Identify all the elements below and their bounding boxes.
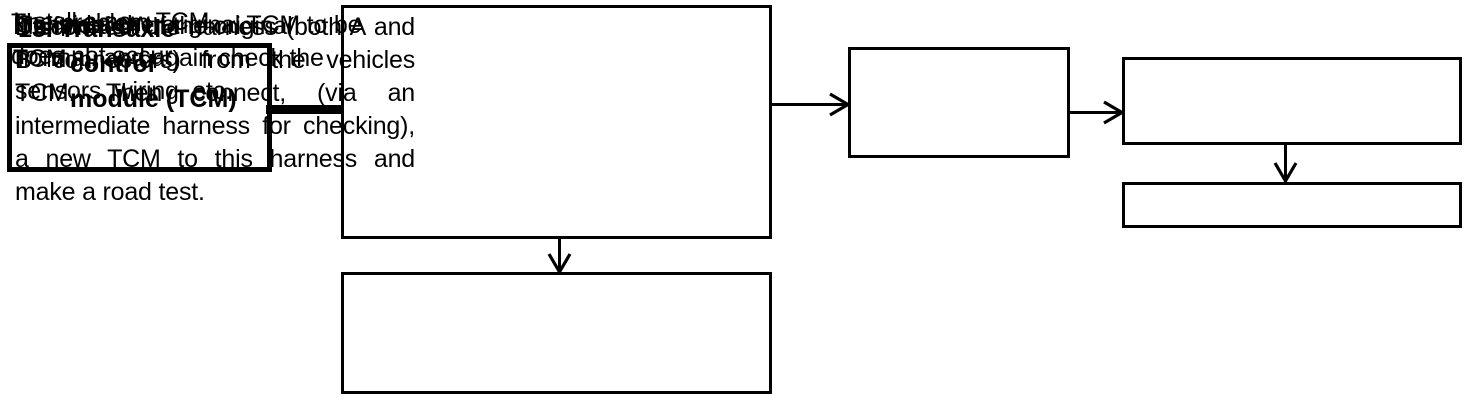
node-diagnosis-malfunction-original-tcm[interactable] [1122,57,1462,145]
node-alternate-text: Consider the original TCM to be normal, … [15,11,362,105]
node-diagnosis-text: Malfunction of the original TCM [13,12,293,73]
node-step-transaxle-control-module[interactable] [7,43,272,172]
connector-step-to-instruction [266,105,344,114]
node-remedy-text: Install a new TCM. [13,8,216,36]
connector-diagnosis-to-remedy [1284,143,1287,183]
node-step-name-line-3: module (TCM) [70,85,237,113]
node-step-name-line-1: Transaxle [59,15,176,43]
node-step-name-line-2: control [70,50,155,78]
node-result-text: The problem does not occur [11,9,173,70]
node-result-problem-does-not-occur[interactable] [848,47,1070,158]
node-instruction-text: Disconnect the harness (both A and B con… [15,13,415,206]
node-remedy-install-new-tcm[interactable] [1122,182,1462,228]
node-instruction[interactable] [341,5,772,239]
arrowhead-right-icon [829,92,852,117]
connector-instruction-to-alternate [558,237,561,273]
node-step-label: 13. Transaxle control module (TCM) [18,12,256,117]
arrowhead-down-icon [547,253,572,276]
connector-instruction-to-result [770,103,850,106]
arrowhead-right-icon [1103,100,1126,125]
connector-result-to-diagnosis [1068,111,1124,114]
node-alternate-consider-tcm-normal[interactable] [341,272,772,394]
arrowhead-down-icon [1273,162,1298,185]
node-step-number: 13. [18,15,53,43]
